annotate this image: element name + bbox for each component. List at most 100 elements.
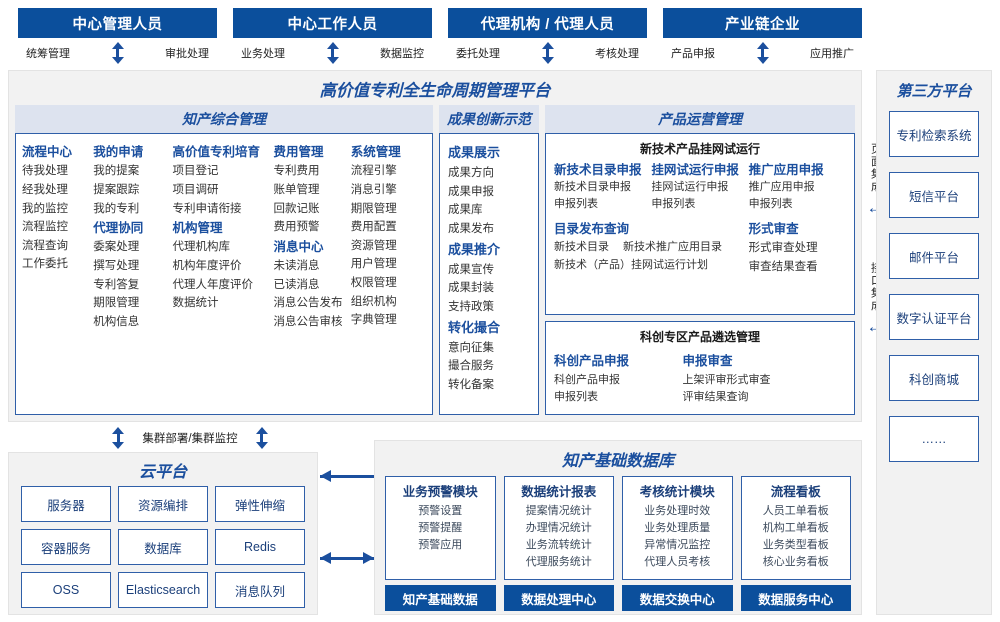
database-item-业务流转统计[interactable]: 业务流转统计 <box>525 539 592 552</box>
third-party-item-……[interactable]: …… <box>889 416 979 462</box>
menu-group-流程中心[interactable]: 流程中心 <box>22 145 73 159</box>
menu-item-字典管理[interactable]: 字典管理 <box>350 314 397 327</box>
database-item-业务类型看板[interactable]: 业务类型看板 <box>762 539 829 552</box>
menu-item-我的监控[interactable]: 我的监控 <box>22 202 68 215</box>
menu-item-转化备案[interactable]: 转化备案 <box>448 378 494 391</box>
third-party-item-专利检索系统[interactable]: 专利检索系统 <box>889 111 979 157</box>
menu-group-机构管理[interactable]: 机构管理 <box>172 221 223 236</box>
third-party-item-邮件平台[interactable]: 邮件平台 <box>889 233 979 279</box>
role-title-0[interactable]: 中心管理人员 <box>18 8 217 38</box>
menu-item-组织机构[interactable]: 组织机构 <box>350 295 397 308</box>
menu-group-成果展示[interactable]: 成果展示 <box>448 145 501 160</box>
database-item-机构工单看板[interactable]: 机构工单看板 <box>762 522 829 535</box>
menu-group-成果推介[interactable]: 成果推介 <box>448 241 501 257</box>
menu-item-经我处理[interactable]: 经我处理 <box>22 183 68 196</box>
menu-item-流程查询[interactable]: 流程查询 <box>22 239 68 252</box>
menu-group-高价值专利培育[interactable]: 高价值专利培育 <box>172 145 261 159</box>
menu-item-新技术（产品）挂网试运行计划[interactable]: 新技术（产品）挂网试运行计划 <box>554 258 708 271</box>
database-footer-数据处理中心[interactable]: 数据处理中心 <box>503 585 614 611</box>
menu-item-我的提案[interactable]: 我的提案 <box>93 165 140 178</box>
menu-group-系统管理[interactable]: 系统管理 <box>350 145 401 159</box>
menu-item-代理机构库[interactable]: 代理机构库 <box>172 241 231 254</box>
menu-group-科创产品申报[interactable]: 科创产品申报 <box>554 353 630 368</box>
role-title-3[interactable]: 产业链企业 <box>663 8 862 38</box>
menu-item-申报列表[interactable]: 申报列表 <box>554 391 598 404</box>
cloud-cell-消息队列[interactable]: 消息队列 <box>215 572 305 608</box>
menu-item-申报列表[interactable]: 申报列表 <box>554 198 598 211</box>
menu-item-申报列表[interactable]: 申报列表 <box>651 198 696 211</box>
menu-item-上架评审形式审查[interactable]: 上架评审形式审查 <box>682 373 771 386</box>
database-footer-数据服务中心[interactable]: 数据服务中心 <box>740 585 851 611</box>
menu-item-申报列表[interactable]: 申报列表 <box>748 198 793 211</box>
menu-group-新技术目录申报[interactable]: 新技术目录申报 <box>554 163 642 177</box>
menu-item-流程引擎[interactable]: 流程引擎 <box>350 165 397 178</box>
role-title-1[interactable]: 中心工作人员 <box>233 8 432 38</box>
menu-item-工作委托[interactable]: 工作委托 <box>22 258 68 271</box>
menu-item-回款记账[interactable]: 回款记账 <box>273 202 320 215</box>
menu-item-消息公告发布[interactable]: 消息公告发布 <box>273 297 343 310</box>
menu-item-项目登记[interactable]: 项目登记 <box>172 165 219 178</box>
database-item-核心业务看板[interactable]: 核心业务看板 <box>762 556 829 569</box>
cloud-cell-OSS[interactable]: OSS <box>21 572 111 608</box>
menu-item-新技术目录申报[interactable]: 新技术目录申报 <box>554 181 631 194</box>
menu-item-专利申请衔接[interactable]: 专利申请衔接 <box>172 202 242 215</box>
menu-item-资源管理[interactable]: 资源管理 <box>350 239 397 252</box>
menu-item-机构年度评价[interactable]: 机构年度评价 <box>172 260 242 272</box>
cloud-cell-Redis[interactable]: Redis <box>215 529 305 565</box>
menu-item-支持政策[interactable]: 支持政策 <box>448 300 494 313</box>
database-item-提案情况统计[interactable]: 提案情况统计 <box>525 505 592 518</box>
cloud-cell-数据库[interactable]: 数据库 <box>118 529 208 565</box>
menu-group-挂网试运行申报[interactable]: 挂网试运行申报 <box>651 163 739 177</box>
database-item-预警应用[interactable]: 预警应用 <box>418 539 463 552</box>
menu-item-专利答复[interactable]: 专利答复 <box>93 278 140 291</box>
database-item-业务处理时效[interactable]: 业务处理时效 <box>644 505 711 518</box>
database-item-代理服务统计[interactable]: 代理服务统计 <box>525 556 592 569</box>
database-item-异常情况监控[interactable]: 异常情况监控 <box>644 539 711 552</box>
menu-item-撰写处理[interactable]: 撰写处理 <box>93 260 140 272</box>
menu-item-成果库[interactable]: 成果库 <box>448 204 483 217</box>
menu-group-费用管理[interactable]: 费用管理 <box>273 145 324 159</box>
menu-item-权限管理[interactable]: 权限管理 <box>350 277 397 289</box>
menu-item-未读消息[interactable]: 未读消息 <box>273 260 320 272</box>
cloud-cell-资源编排[interactable]: 资源编排 <box>118 486 208 522</box>
menu-group-代理协同[interactable]: 代理协同 <box>93 221 144 236</box>
cloud-cell-Elasticsearch[interactable]: Elasticsearch <box>118 572 208 608</box>
menu-item-科创产品申报[interactable]: 科创产品申报 <box>554 373 620 386</box>
menu-group-我的申请[interactable]: 我的申请 <box>93 145 144 159</box>
menu-item-待我处理[interactable]: 待我处理 <box>22 165 68 178</box>
menu-item-期限管理[interactable]: 期限管理 <box>350 202 397 215</box>
menu-item-费用配置[interactable]: 费用配置 <box>350 221 397 234</box>
menu-item-我的专利[interactable]: 我的专利 <box>93 202 140 215</box>
cloud-cell-弹性伸缩[interactable]: 弹性伸缩 <box>215 486 305 522</box>
menu-item-用户管理[interactable]: 用户管理 <box>350 258 397 271</box>
menu-item-推广应用申报[interactable]: 推广应用申报 <box>748 181 815 194</box>
menu-item-挂网试运行申报[interactable]: 挂网试运行申报 <box>651 181 729 194</box>
menu-item-消息引擎[interactable]: 消息引擎 <box>350 183 397 196</box>
menu-item-消息公告审核[interactable]: 消息公告审核 <box>273 315 343 328</box>
role-title-2[interactable]: 代理机构 / 代理人员 <box>448 8 647 38</box>
menu-item-专利费用[interactable]: 专利费用 <box>273 165 320 178</box>
menu-item-新技术推广应用目录[interactable]: 新技术推广应用目录 <box>623 241 722 254</box>
menu-item-成果发布[interactable]: 成果发布 <box>448 222 494 235</box>
cloud-cell-容器服务[interactable]: 容器服务 <box>21 529 111 565</box>
third-party-item-数字认证平台[interactable]: 数字认证平台 <box>889 294 979 340</box>
cloud-cell-服务器[interactable]: 服务器 <box>21 486 111 522</box>
menu-item-成果宣传[interactable]: 成果宣传 <box>448 263 494 276</box>
menu-item-费用预警[interactable]: 费用预警 <box>273 221 320 234</box>
menu-item-评审结果查询[interactable]: 评审结果查询 <box>682 391 749 404</box>
menu-item-成果申报[interactable]: 成果申报 <box>448 185 494 198</box>
menu-item-新技术目录[interactable]: 新技术目录 <box>554 241 609 254</box>
menu-item-意向征集[interactable]: 意向征集 <box>448 341 494 354</box>
menu-item-期限管理[interactable]: 期限管理 <box>93 297 140 310</box>
database-item-业务处理质量[interactable]: 业务处理质量 <box>644 522 711 535</box>
database-item-办理情况统计[interactable]: 办理情况统计 <box>525 522 592 535</box>
third-party-item-短信平台[interactable]: 短信平台 <box>889 172 979 218</box>
menu-item-成果封装[interactable]: 成果封装 <box>448 282 494 295</box>
menu-item-已读消息[interactable]: 已读消息 <box>273 278 320 291</box>
menu-item-账单管理[interactable]: 账单管理 <box>273 183 320 196</box>
menu-item-撮合服务[interactable]: 撮合服务 <box>448 360 494 373</box>
menu-group-转化撮合[interactable]: 转化撮合 <box>448 319 501 335</box>
menu-item-委案处理[interactable]: 委案处理 <box>93 241 140 254</box>
menu-item-代理人年度评价[interactable]: 代理人年度评价 <box>172 278 254 291</box>
menu-item-项目调研[interactable]: 项目调研 <box>172 183 219 196</box>
